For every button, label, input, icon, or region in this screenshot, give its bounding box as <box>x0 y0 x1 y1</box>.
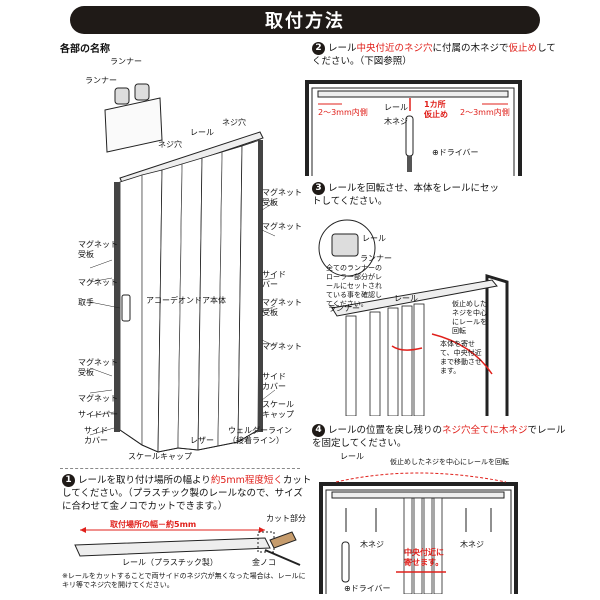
step2-illustration <box>305 80 522 176</box>
rail-cutting-illustration <box>74 527 301 566</box>
step4-text-red1: ネジ穴全てに <box>442 425 500 436</box>
step2-text-a: レール <box>328 43 357 54</box>
label-mag-receiver-l2: マグネット 受板 <box>78 358 118 377</box>
step2-rail-label: レール <box>384 103 408 112</box>
label-magnet-r1: マグネット <box>262 222 302 231</box>
step1-number: 1 <box>62 474 75 487</box>
label-leather: レザー <box>190 436 214 445</box>
step4-illustration <box>319 472 518 594</box>
step4-wood-screw-r: 木ネジ <box>460 540 484 549</box>
step1-text-a: レールを取り付け場所の幅より <box>78 475 211 486</box>
step3-rail-label2: レール <box>394 294 418 303</box>
label-side-bar-r: サイド バー <box>262 270 286 289</box>
step2-gap-right: 2～3mm内側 <box>460 108 510 117</box>
step2-number: 2 <box>312 42 325 55</box>
label-runner2: ランナー <box>85 76 117 85</box>
label-side-cover-r: サイド カバー <box>262 372 286 391</box>
label-scale-cap-r: スケール キャップ <box>262 400 294 419</box>
step3-runner-label: ランナー <box>360 254 392 263</box>
label-welder-line: ウェルダーライン （接着ライン） <box>228 426 292 445</box>
label-magnet-l1: マグネット <box>78 278 118 287</box>
step3-illustration <box>318 219 509 416</box>
label-handle: 取手 <box>78 298 94 307</box>
step2-one-place: 1カ所 仮止め <box>424 100 448 119</box>
step3-rail-label: レール <box>362 234 386 243</box>
step4-text-a: レールの位置を戻し残りの <box>328 425 443 436</box>
step3-text-body: レールを回転させ、本体をレールにセットしてください。 <box>312 183 500 207</box>
step2-gap-left: 2～3mm内側 <box>318 108 368 117</box>
step4-number: 4 <box>312 424 325 437</box>
step3-note-runner: 全てのランナーのローラー部分がレールにセットされている事を確認してください。 <box>326 264 382 308</box>
step4-wood-screw-l: 木ネジ <box>360 540 384 549</box>
divider-step1 <box>60 468 300 470</box>
step3-number: 3 <box>312 182 325 195</box>
step2-wood-screw: 木ネジ <box>384 117 408 126</box>
step1-cut-label: カット部分 <box>266 514 306 523</box>
step4-driver: ⊕ドライバー <box>344 584 391 593</box>
step2-text-red1: 中央付近のネジ穴 <box>356 43 433 54</box>
label-mag-receiver-r2: マグネット 受板 <box>262 298 302 317</box>
step1-text-b: カットしてください。（プラスチック製のレールなので、サイズに合わせて金ノコでカッ… <box>62 475 312 512</box>
step3-slide-note: 本体を寄せて、中央付近まで移動させます。 <box>440 340 482 375</box>
label-runner1: ランナー <box>110 57 142 66</box>
step1-dim-label: 取付場所の幅－約5mm <box>110 520 197 529</box>
label-mag-receiver-l1: マグネット 受板 <box>78 240 118 259</box>
accordion-door-illustration <box>89 83 276 453</box>
label-mag-receiver-r1: マグネット 受板 <box>262 188 302 207</box>
label-rail: レール <box>190 128 214 137</box>
label-magnet-r2: マグネット <box>262 342 302 351</box>
step3-runner-label2: ランナー <box>328 304 360 313</box>
step2-driver: ⊕ドライバー <box>432 148 479 157</box>
step1-text-red: 約5mm程度短く <box>210 475 283 486</box>
parts-section-title: 各部の名称 <box>60 44 110 55</box>
step2-text-c: してください。（下図参照） <box>312 43 556 67</box>
label-screw-hole1: ネジ穴 <box>158 140 182 149</box>
label-side-cover-l: サイド カバー <box>84 426 108 445</box>
step4-rail-label: レール <box>340 452 364 461</box>
label-screw-hole2: ネジ穴 <box>222 118 246 127</box>
step1-note: ※レールをカットすることで両サイドのネジ穴が無くなった場合は、レールにキリ等でネ… <box>62 572 306 589</box>
step1-rail-label: レール（プラスチック製） <box>122 558 218 567</box>
step4-text-b: でレールを固定してください。 <box>312 425 566 449</box>
step2-text-b: に付属の木ネジで <box>432 43 509 54</box>
label-scale-cap-bottom: スケールキャップ <box>128 452 192 461</box>
label-door-body: アコーデオンドア本体 <box>146 296 226 305</box>
page-title: 取付方法 <box>70 6 540 34</box>
step2-text-red2: 仮止め <box>508 43 538 54</box>
step3-rotate-note: 仮止めしたネジを中心にレールを回転 <box>452 300 487 335</box>
label-side-bar-l: サイドバー <box>78 410 118 419</box>
label-magnet-l2: マグネット <box>78 394 118 403</box>
step4-center-note: 中央付近に 寄せます。 <box>404 548 444 567</box>
step1-saw-label: 金ノコ <box>252 558 276 567</box>
step4-rotate-note: 仮止めしたネジを中心にレールを回転 <box>390 458 509 466</box>
step4-text-red2: 木ネジ <box>499 425 528 436</box>
